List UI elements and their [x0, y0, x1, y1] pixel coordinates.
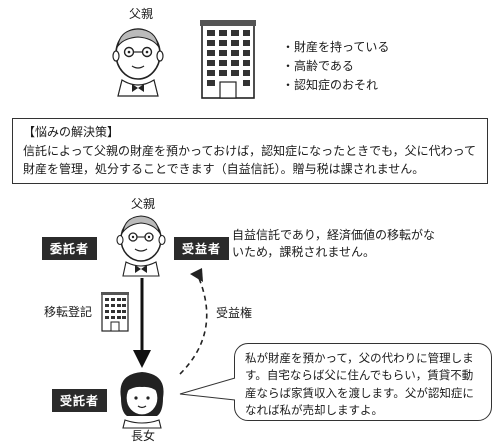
speech-text: 私が財産を預かって，父の代わりに管理します。自宅ならば父に住んでもらい，賃貸不動… — [245, 351, 474, 417]
father-attributes-list: ・財産を持っている ・高齢である ・認知症のおそれ — [282, 38, 389, 95]
beneficial-right-label: 受益権 — [216, 306, 253, 320]
attribute-item: ・高齢である — [282, 59, 354, 73]
building-icon — [101, 292, 129, 332]
tax-note: 自益信託であり，経済価値の移転がないため，課税されません。 — [232, 228, 436, 260]
speech-bubble: 私が財産を預かって，父の代わりに管理します。自宅ならば父に住んでもらい，賃貸不動… — [234, 343, 492, 421]
transfer-registration-label: 移転登記 — [44, 305, 93, 319]
top-father-label: 父親 — [129, 7, 154, 21]
father-face-icon — [116, 215, 166, 277]
building-icon — [200, 20, 256, 99]
trustee-label: 受託者 — [52, 389, 108, 412]
speech-bubble-tail — [179, 377, 237, 401]
diagram-father-label: 父親 — [131, 197, 156, 211]
daughter-label: 長女 — [131, 429, 156, 443]
solution-box: 【悩みの解決策】 信託によって父親の財産を預かっておけば，認知症になったときでも… — [12, 118, 488, 184]
father-face-icon — [112, 28, 164, 97]
attribute-item: ・財産を持っている — [282, 40, 390, 54]
attribute-item: ・認知症のおそれ — [282, 78, 379, 92]
beneficial-right-arrow — [179, 268, 208, 375]
beneficiary-label: 受益者 — [174, 237, 230, 260]
daughter-face-icon — [120, 372, 164, 429]
trust-arrow — [133, 278, 151, 368]
settlor-label: 委託者 — [42, 237, 98, 260]
solution-body: 信託によって父親の財産を預かっておけば，認知症になったときでも，父に代わって財産… — [23, 143, 477, 177]
solution-title: 【悩みの解決策】 — [23, 125, 120, 139]
